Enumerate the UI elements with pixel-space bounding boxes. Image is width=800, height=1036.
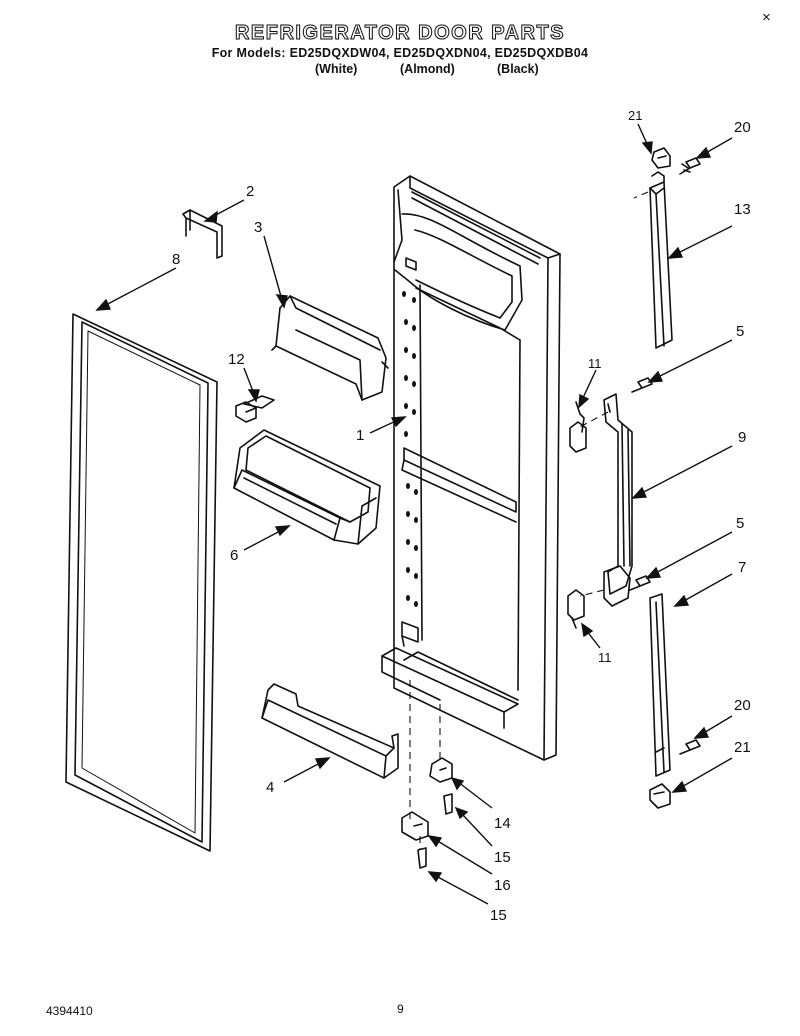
color-almond: (Almond) (400, 62, 455, 76)
part-cap-11-bottom (567, 589, 585, 629)
callout-20-top: 20 (734, 119, 751, 136)
model-colors: (White) (Almond) (Black) (0, 62, 800, 78)
page-number: 9 (397, 1002, 404, 1016)
part-bracket-2 (182, 209, 223, 259)
part-screw-15-upper (443, 793, 453, 815)
part-clip-21-bottom (649, 783, 671, 809)
callout-11-bottom: 11 (598, 650, 612, 665)
callout-4: 4 (266, 779, 274, 796)
document-number: 4394410 (46, 1004, 93, 1018)
leader-arrows (95, 123, 733, 905)
page-title: REFRIGERATOR DOOR PARTS (234, 22, 566, 45)
callout-2: 2 (246, 183, 254, 200)
callout-5-bottom: 5 (736, 515, 744, 532)
callout-labels: 1 2 3 4 5 5 6 7 8 9 11 11 12 13 14 15 15… (172, 9, 771, 924)
callout-14: 14 (494, 815, 511, 832)
part-screw-5-bottom (629, 575, 651, 591)
part-hinge-16 (401, 811, 429, 841)
callout-11-top: 11 (588, 356, 602, 371)
part-screw-5-top (631, 377, 653, 393)
color-white: (White) (315, 62, 358, 76)
part-cover-3 (271, 295, 389, 401)
callout-16: 16 (494, 877, 511, 894)
part-screw-20-bottom (679, 739, 701, 755)
part-rail-4 (261, 683, 399, 779)
callout-5-top: 5 (736, 323, 744, 340)
callout-15-lower: 15 (490, 907, 507, 924)
part-screw-15-lower (417, 847, 427, 869)
assembly-lines (409, 191, 649, 850)
model-list: For Models: ED25DQXDW04, ED25DQXDN04, ED… (211, 46, 589, 60)
door-gasket (65, 313, 218, 852)
door-liner-holes (402, 291, 418, 607)
callout-15-upper: 15 (494, 849, 511, 866)
part-clip-21-top (651, 147, 671, 169)
callout-1: 1 (356, 427, 364, 444)
part-trim-7 (649, 593, 671, 777)
corner-mark: × (762, 9, 771, 26)
callout-3: 3 (254, 219, 262, 236)
color-black: (Black) (497, 62, 539, 76)
callout-9: 9 (738, 429, 746, 446)
part-bin-6 (233, 429, 381, 545)
callout-12: 12 (228, 351, 245, 368)
callout-7: 7 (738, 559, 746, 576)
callout-21-top: 21 (628, 108, 642, 123)
callout-8: 8 (172, 251, 180, 268)
part-trim-13 (649, 171, 673, 349)
part-cap-11-top (569, 401, 587, 453)
callout-21-bottom: 21 (734, 739, 751, 756)
callout-20-bottom: 20 (734, 697, 751, 714)
callout-6: 6 (230, 547, 238, 564)
door-liner (381, 175, 561, 761)
callout-13: 13 (734, 201, 751, 218)
part-handle-9 (603, 393, 633, 607)
part-hinge-14 (429, 757, 453, 783)
part-screw-20-top (679, 157, 701, 175)
